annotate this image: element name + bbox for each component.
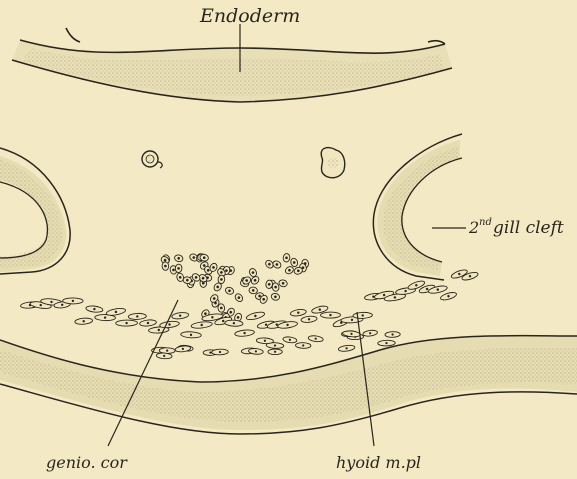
lower-endoderm-band bbox=[0, 336, 577, 434]
cell-nucleus bbox=[183, 276, 192, 283]
cell-nucleus bbox=[181, 331, 202, 338]
cell-nucleus bbox=[378, 340, 396, 346]
cell-nucleus bbox=[191, 321, 213, 329]
cell-nucleus bbox=[271, 293, 281, 301]
cell-nucleus bbox=[128, 313, 146, 320]
cell-nucleus bbox=[295, 342, 311, 348]
cell-nucleus bbox=[440, 291, 458, 301]
cell-nucleus bbox=[174, 254, 184, 263]
cell-nucleus bbox=[308, 335, 324, 342]
cell-nucleus bbox=[217, 303, 225, 312]
cell-nucleus bbox=[268, 349, 282, 355]
cell-nucleus bbox=[171, 312, 188, 320]
cell-nucleus bbox=[212, 349, 229, 355]
vessel-right bbox=[321, 148, 345, 178]
cell-nucleus bbox=[159, 320, 179, 328]
cell-nucleus bbox=[283, 253, 291, 262]
left-gill-arch bbox=[0, 148, 70, 274]
cell-nucleus bbox=[75, 317, 93, 324]
cell-nucleus bbox=[272, 260, 283, 270]
cell-nucleus bbox=[106, 307, 126, 316]
gill-cleft-label: gill cleft bbox=[493, 218, 564, 238]
cell-nucleus bbox=[224, 286, 234, 295]
cell-nucleus bbox=[86, 305, 104, 313]
cell-nucleus bbox=[162, 262, 169, 271]
cell-nucleus bbox=[246, 311, 266, 321]
genio-cor-label: genio. cor bbox=[46, 453, 128, 472]
cell-nucleus bbox=[363, 329, 378, 337]
cell-nucleus bbox=[385, 331, 400, 337]
cell-nucleus bbox=[283, 336, 298, 343]
cell-nucleus bbox=[301, 315, 318, 323]
cell-nucleus bbox=[175, 264, 182, 273]
gill-cleft-superscript: nd bbox=[479, 217, 492, 228]
right-gill-arch bbox=[373, 134, 462, 280]
gill-cleft-number: 2 bbox=[468, 218, 479, 237]
cell-nucleus bbox=[234, 292, 244, 303]
cell-nucleus bbox=[249, 287, 258, 294]
cell-nucleus bbox=[116, 320, 138, 326]
vessel-left bbox=[142, 151, 162, 168]
cell-nucleus bbox=[225, 320, 243, 327]
cell-nucleus bbox=[338, 344, 355, 352]
endoderm-label: Endoderm bbox=[199, 5, 300, 27]
cell-nucleus bbox=[353, 312, 373, 319]
cell-nucleus bbox=[139, 319, 156, 327]
cell-nucleus bbox=[234, 329, 254, 337]
hyoid-mpl-label: hyoid m.pl bbox=[336, 453, 421, 472]
cell-nucleus bbox=[290, 309, 307, 317]
cell-nucleus bbox=[256, 338, 273, 345]
cell-nucleus bbox=[159, 348, 175, 354]
upper-endoderm-band bbox=[12, 28, 452, 102]
cell-nucleus bbox=[250, 275, 261, 286]
cell-nucleus bbox=[290, 258, 299, 268]
cell-nucleus bbox=[278, 279, 288, 287]
cell-nucleus bbox=[320, 312, 340, 318]
cell-nucleus bbox=[63, 298, 83, 304]
